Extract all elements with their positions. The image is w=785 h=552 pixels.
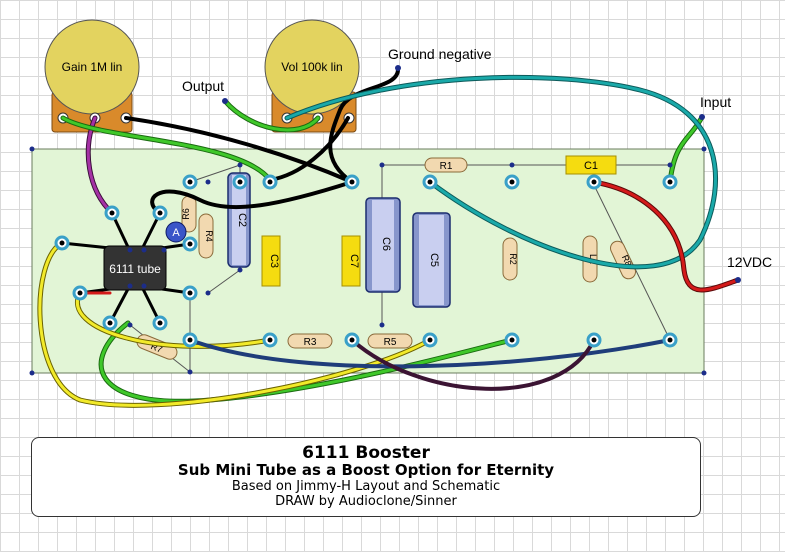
r6-label: R6	[181, 208, 191, 220]
r3-label: R3	[304, 337, 317, 348]
title-block: 6111 Booster Sub Mini Tube as a Boost Op…	[31, 437, 701, 517]
component-c3: C3	[261, 235, 281, 287]
component-r5: R5	[367, 333, 413, 349]
tube-label: 6111 tube	[109, 262, 161, 276]
component-c6: C6	[365, 197, 401, 293]
c5-label: C5	[428, 253, 440, 267]
title: 6111 Booster	[302, 443, 430, 463]
board-corner-dots	[29, 146, 707, 376]
credit-draw: DRAW by Audioclone/Sinner	[275, 494, 457, 509]
subtitle: Sub Mini Tube as a Boost Option for Eter…	[177, 461, 555, 479]
volume-pot	[264, 19, 360, 133]
gain-pot	[44, 19, 140, 133]
tube-6111: 6111 tube	[61, 212, 191, 324]
component-r4: R4	[198, 213, 214, 259]
wire-maroon	[350, 338, 596, 391]
wire-yellow-mid-core	[76, 291, 272, 348]
supply-label: 12VDC	[727, 254, 772, 270]
component-c1: C1	[565, 155, 617, 175]
c7-label: C7	[348, 254, 360, 268]
c1-label: C1	[584, 160, 598, 172]
ground-negative-label: Ground negative	[388, 46, 492, 62]
gain-pot-label: Gain 1M lin	[62, 60, 123, 74]
wire-black-loop	[150, 180, 354, 215]
component-c5: C5	[412, 212, 451, 308]
wire-green-output-core	[223, 99, 320, 132]
component-r1: R1	[424, 157, 468, 173]
wire-yellow-left-core	[38, 241, 432, 407]
component-r2: R2	[502, 237, 518, 281]
component-r3: R3	[287, 333, 333, 349]
r1-label: R1	[440, 161, 453, 172]
wire-black-main	[124, 116, 354, 184]
component-c2: C2	[227, 172, 251, 268]
wire-black-ground	[328, 66, 400, 184]
output-label: Output	[182, 78, 224, 94]
junction-dots	[127, 162, 673, 375]
c3-label: C3	[268, 254, 280, 268]
component-c7: C7	[341, 235, 361, 287]
c6-label: C6	[380, 237, 392, 251]
component-transistor: A	[165, 221, 187, 243]
wire-red-supply-core	[592, 180, 740, 292]
wire-black-c2	[268, 116, 350, 182]
volume-pot-label: Vol 100k lin	[281, 60, 342, 74]
transistor-label: A	[172, 227, 180, 239]
r4-label: R4	[204, 230, 214, 242]
board-pads	[54, 174, 678, 348]
wire-green-pot-core	[61, 116, 272, 182]
input-label: Input	[700, 94, 731, 110]
r5-label: R5	[384, 337, 397, 348]
credit-layout: Based on Jimmy-H Layout and Schematic	[231, 479, 501, 494]
wire-navy	[188, 338, 672, 369]
c2-label: C2	[236, 213, 248, 227]
r2-label: R2	[508, 253, 518, 265]
wire-ends	[222, 65, 741, 283]
wire-teal-input-core	[285, 75, 718, 269]
